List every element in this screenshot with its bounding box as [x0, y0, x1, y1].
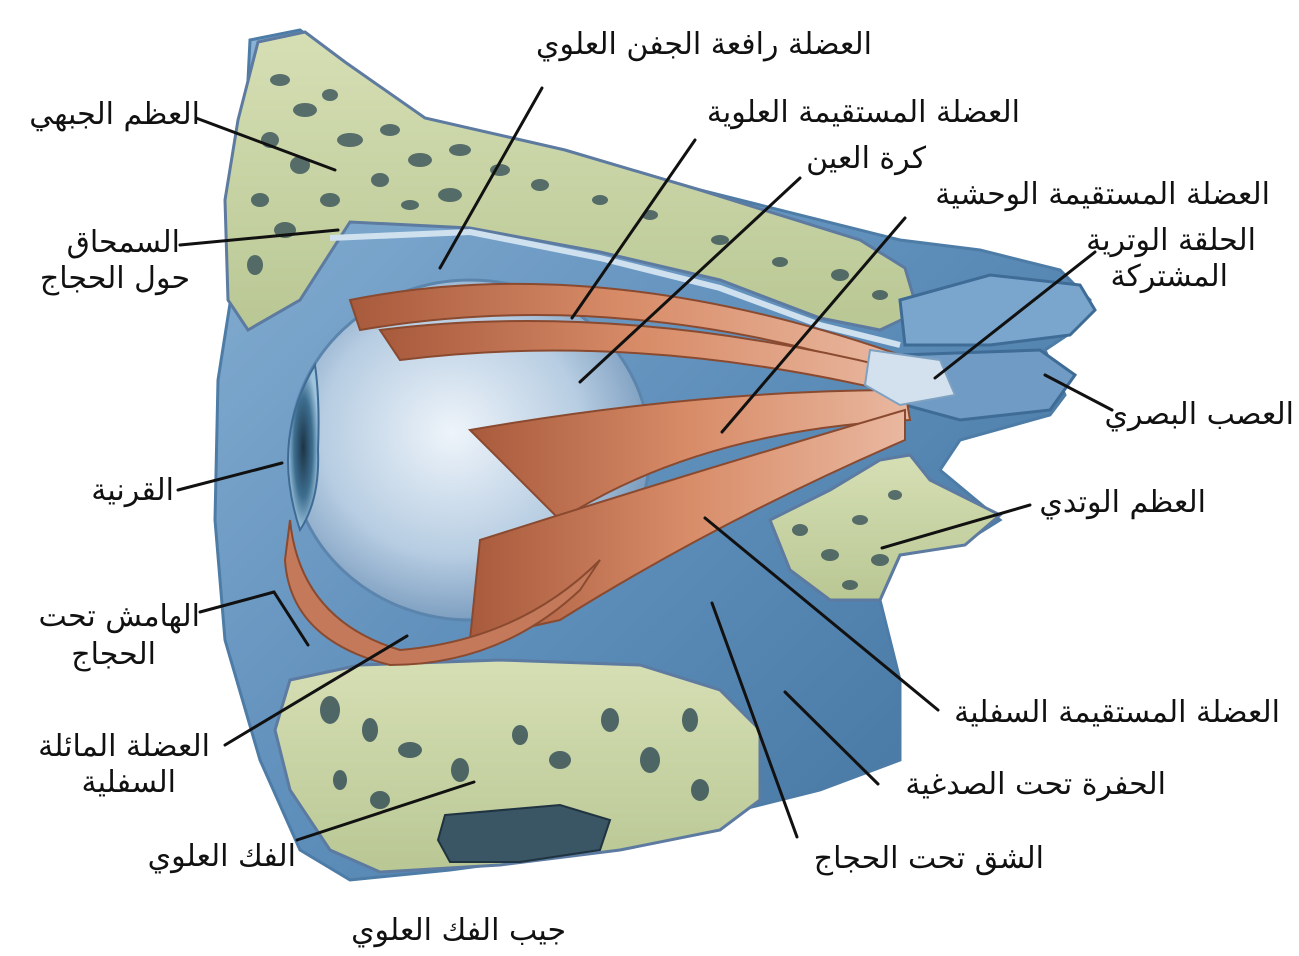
sphenoid-pores	[792, 490, 902, 590]
leader-maxilla	[295, 780, 476, 842]
cornea-shape	[287, 362, 320, 533]
inferior-oblique-shape	[283, 519, 601, 667]
leader-lateral-rectus	[720, 216, 907, 434]
leader-frontal	[194, 116, 337, 172]
leader-periorbita	[178, 228, 340, 247]
leader-infratemporal	[783, 690, 880, 786]
leader-eyeball	[578, 176, 802, 384]
frontal-bone	[223, 30, 920, 333]
label-infraorbital-margin-1: الهامش تحت	[38, 599, 200, 634]
label-maxillary-sinus: جيب الفك العلوي	[351, 913, 566, 948]
label-frontal: العظم الجبهي	[29, 97, 200, 132]
label-sphenoid: العظم الوتدي	[1039, 485, 1206, 520]
leader-optic-nerve	[1043, 373, 1114, 412]
maxillary-sinus-cavity	[436, 803, 612, 863]
label-fissure: الشق تحت الحجاج	[813, 841, 1044, 876]
leader-common-ring	[933, 250, 1097, 380]
leader-sphenoid	[880, 503, 1032, 550]
frontal-bone-trabeculae	[247, 74, 888, 300]
leader-inferior-oblique	[223, 634, 409, 747]
maxilla-pores	[320, 696, 709, 809]
leader-cornea	[176, 461, 284, 492]
label-superior-rectus: العضلة المستقيمة العلوية	[706, 95, 1020, 130]
label-cornea: القرنية	[91, 473, 174, 508]
label-optic-nerve: العصب البصري	[1104, 397, 1294, 432]
lateral-rectus-shape	[467, 388, 912, 522]
label-periorbita-1: السمحاق	[66, 225, 180, 260]
label-eyeball: كرة العين	[806, 141, 926, 176]
label-maxilla: الفك العلوي	[147, 839, 296, 874]
label-periorbita-2: حول الحجاج	[39, 261, 190, 296]
label-inferior-oblique-1: العضلة المائلة	[38, 729, 210, 764]
optic-nerve-top	[898, 273, 1097, 347]
leader-infraorbital-margin-2	[272, 590, 310, 647]
sphenoid-bone	[768, 453, 1003, 602]
label-common-ring-2: المشتركة	[1110, 259, 1228, 294]
leader-infraorbital-margin	[198, 590, 276, 614]
label-infratemporal: الحفرة تحت الصدغية	[905, 767, 1166, 802]
leader-inferior-rectus	[703, 516, 940, 712]
leader-levator	[438, 86, 544, 270]
leader-lines	[176, 86, 1114, 842]
label-common-ring-1: الحلقة الوترية	[1086, 223, 1256, 258]
leader-superior-rectus	[570, 138, 697, 320]
leader-fissure	[710, 601, 799, 839]
maxilla-bone	[273, 658, 762, 874]
label-levator: العضلة رافعة الجفن العلوي	[535, 27, 872, 62]
common-tendinous-ring	[863, 348, 957, 407]
label-infraorbital-margin-2: الحجاج	[71, 637, 156, 672]
label-lateral-rectus: العضلة المستقيمة الوحشية	[935, 177, 1270, 212]
label-inferior-rectus: العضلة المستقيمة السفلية	[954, 695, 1280, 730]
periorbita	[329, 228, 901, 348]
label-inferior-oblique-2: السفلية	[81, 765, 176, 800]
